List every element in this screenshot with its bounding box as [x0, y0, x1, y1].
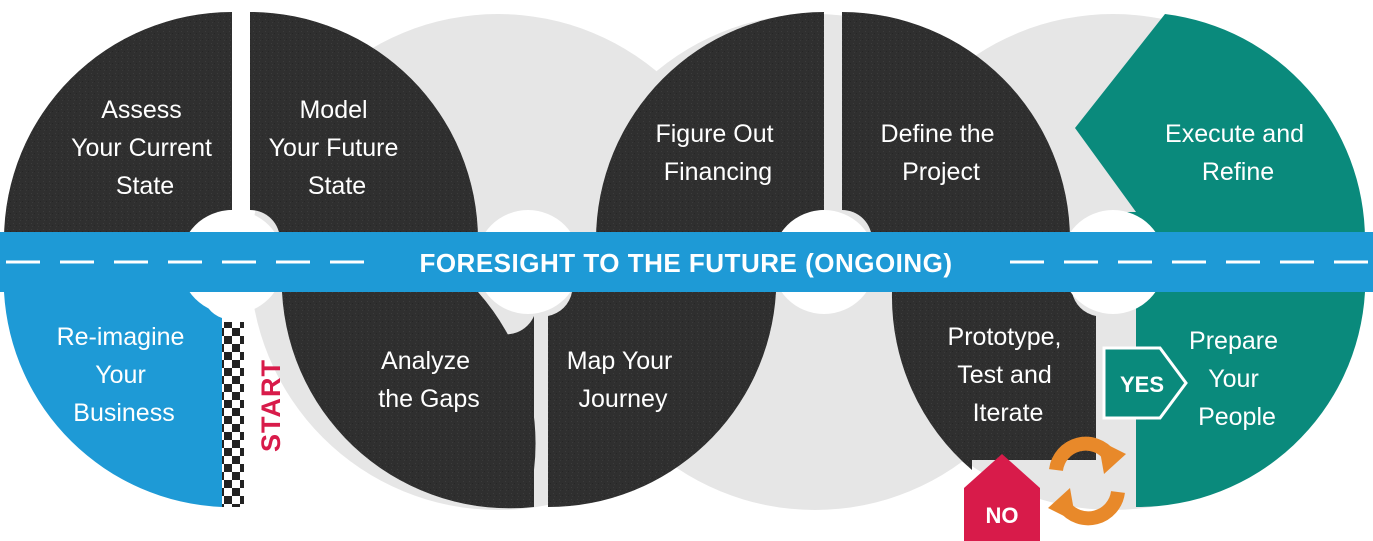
label-gaps: Analyze the Gaps	[378, 347, 479, 413]
label-prototype: Prototype, Test and Iterate	[948, 323, 1069, 427]
label-prototype-line-1: Prototype,	[948, 323, 1062, 351]
yes-tag: YES	[1102, 346, 1188, 420]
label-model: Model Your Future State	[269, 96, 406, 200]
label-assess: Assess Your Current State	[71, 96, 219, 200]
label-people: Prepare Your People	[1189, 327, 1285, 431]
label-reimagine-line-2: Your	[95, 361, 146, 389]
label-financing-line-1: Figure Out	[655, 120, 773, 148]
segment-gaps-body	[300, 292, 534, 508]
label-define-line-2: Project	[902, 158, 980, 186]
label-assess-line-1: Assess	[101, 96, 182, 124]
label-reimagine: Re-imagine Your Business	[57, 323, 192, 427]
label-financing-line-2: Financing	[664, 158, 772, 186]
label-execute-line-1: Execute and	[1165, 120, 1304, 148]
band-label: FORESIGHT TO THE FUTURE (ONGOING)	[419, 248, 952, 278]
yes-label: YES	[1120, 372, 1164, 397]
segment-reimagine	[4, 292, 222, 507]
segment-execute	[1075, 14, 1365, 240]
segment-people	[1136, 292, 1365, 508]
yes-arrow-shape	[1102, 346, 1188, 420]
label-execute-line-2: Refine	[1202, 158, 1274, 186]
label-prototype-line-2: Test and	[957, 361, 1052, 389]
label-execute: Execute and Refine	[1165, 120, 1311, 186]
label-people-line-1: Prepare	[1189, 327, 1278, 355]
label-journey-line-1: Map Your	[567, 347, 673, 375]
label-assess-line-2: Your Current	[71, 134, 212, 162]
label-model-line-2: Your Future	[269, 134, 399, 162]
refresh-cycle-arrowheads	[1048, 440, 1126, 522]
label-define: Define the Project	[881, 120, 1002, 186]
segment-model	[250, 12, 478, 240]
label-financing: Figure Out Financing	[655, 120, 780, 186]
label-gaps-line-1: Analyze	[381, 347, 470, 375]
no-house-shape	[964, 454, 1040, 541]
segment-prototype	[891, 292, 1096, 470]
label-people-line-3: People	[1198, 403, 1276, 431]
label-define-line-1: Define the	[881, 120, 995, 148]
label-people-line-2: Your	[1208, 365, 1259, 393]
segment-define	[842, 12, 1070, 240]
no-tag: NO	[964, 454, 1040, 541]
start-label: START	[256, 359, 286, 452]
segment-assess	[4, 12, 232, 240]
no-label: NO	[986, 503, 1019, 528]
label-journey-line-2: Journey	[579, 385, 668, 413]
segment-financing	[596, 12, 824, 240]
label-reimagine-line-1: Re-imagine	[57, 323, 185, 351]
label-assess-line-3: State	[116, 172, 174, 200]
label-model-line-3: State	[308, 172, 366, 200]
label-reimagine-line-3: Business	[73, 399, 174, 427]
checkered-flag-icon	[222, 322, 244, 507]
label-journey: Map Your Journey	[567, 347, 680, 413]
label-prototype-line-3: Iterate	[973, 399, 1044, 427]
label-model-line-1: Model	[299, 96, 367, 124]
label-gaps-line-2: the Gaps	[378, 385, 479, 413]
segment-journey	[548, 292, 776, 508]
